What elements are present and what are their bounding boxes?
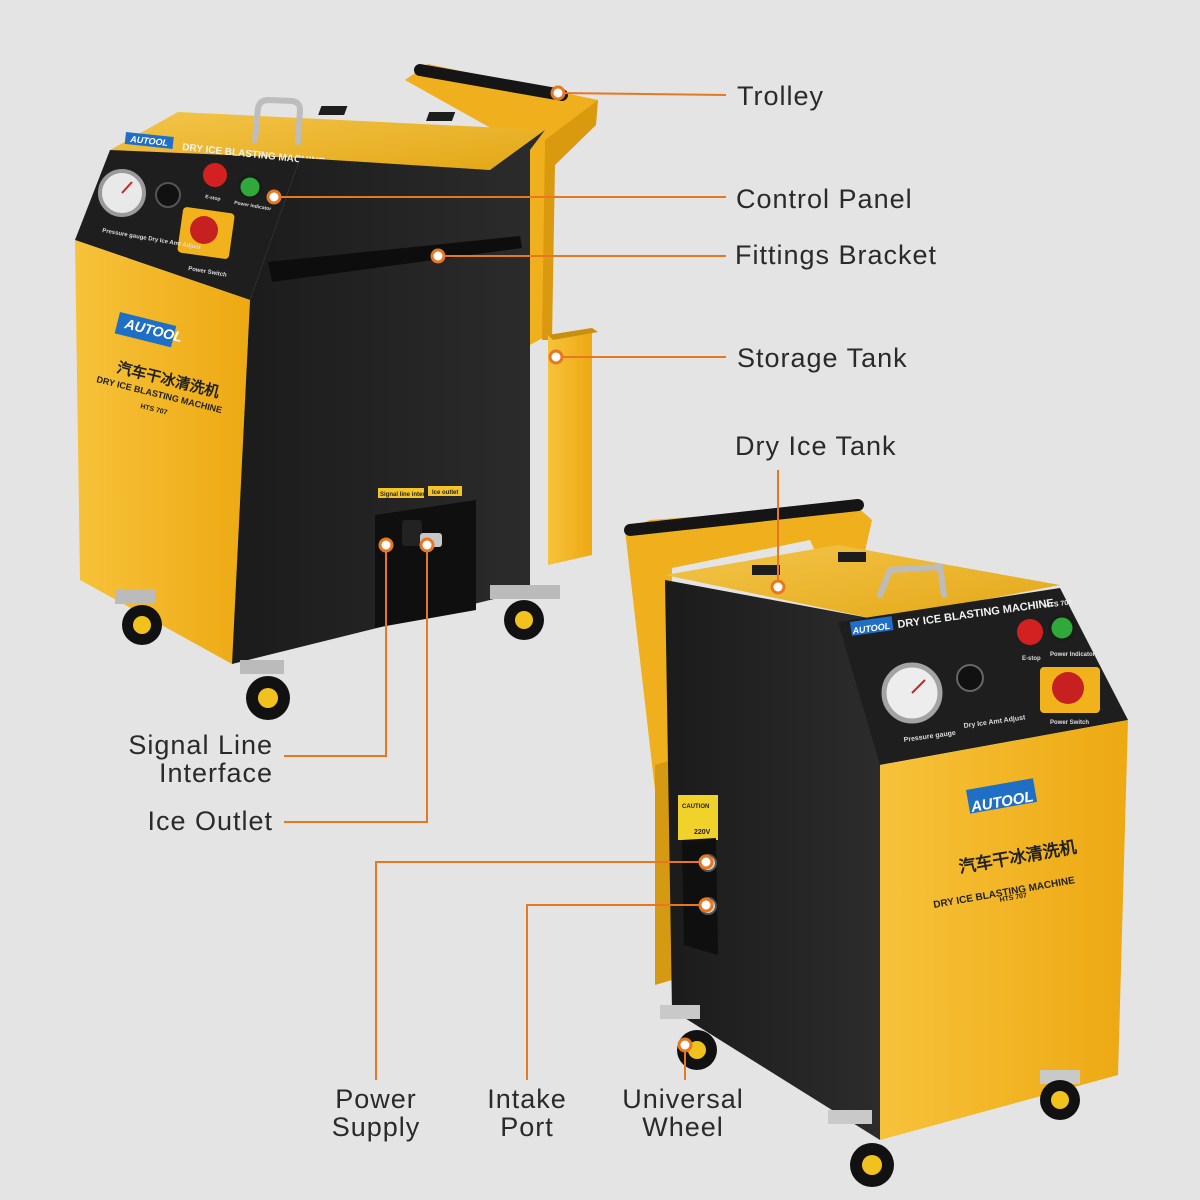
- caution-label: [678, 795, 718, 840]
- signal-port-tag: [378, 488, 424, 498]
- right-wheels: [660, 1005, 1080, 1187]
- right-front-model: HTS 707: [999, 892, 1028, 904]
- left-front-face: [75, 240, 250, 664]
- signal-line-dot: [378, 537, 394, 553]
- estop-button-icon: [203, 163, 227, 187]
- right-adjust-knob-icon: [956, 664, 984, 692]
- universal-wheel-dot: [677, 1037, 693, 1053]
- label-storage-tank: Storage Tank: [737, 343, 908, 373]
- right-top-lid: [665, 545, 1060, 620]
- label-power-supply-line1: Power: [335, 1084, 417, 1114]
- signal-port-tag-text: Signal line interface: [380, 492, 437, 498]
- power-supply-dot: [698, 854, 714, 870]
- right-panel-model: HTS 707: [1044, 599, 1072, 610]
- callout-dots: [266, 85, 786, 1053]
- label-signal-line-interface-line2: Interface: [158, 758, 273, 788]
- right-machine: AUTOOL DRY ICE BLASTING MACHINE HTS 707 …: [624, 499, 1128, 1187]
- outlet-port-tag-text: Ice outlet: [432, 490, 458, 496]
- label-fittings-bracket: Fittings Bracket: [735, 240, 938, 270]
- storage-tank-dot: [548, 349, 564, 365]
- fittings-bracket-dot: [430, 248, 446, 264]
- label-intake-port-line1: Intake: [487, 1084, 567, 1114]
- trolley-handle: [414, 64, 568, 101]
- panel-brand-text: AUTOOL: [129, 134, 169, 148]
- label-dry-ice-tank: Dry Ice Tank: [735, 431, 897, 461]
- label-ice-outlet: Ice Outlet: [147, 806, 273, 836]
- label-control-panel: Control Panel: [736, 184, 913, 214]
- trolley-frame: [405, 64, 598, 345]
- right-panel-indicator-label: Power Indicator: [1050, 652, 1096, 658]
- power-indicator-icon: [237, 174, 263, 200]
- signal-line-line: [284, 545, 387, 757]
- ice-outlet-connector: [402, 520, 422, 546]
- intake-port-line: [526, 904, 706, 1080]
- label-trolley: Trolley: [737, 81, 825, 111]
- label-universal-wheel: Universal Wheel: [608, 1085, 758, 1141]
- panel-estop-label: E-stop: [205, 194, 221, 203]
- control-panel-dot: [266, 189, 282, 205]
- right-side-face: [665, 580, 880, 1140]
- label-intake-port-line2: Port: [500, 1112, 554, 1142]
- label-power-supply-line2: Supply: [331, 1112, 421, 1142]
- right-panel-switch-label: Power Switch: [1050, 720, 1089, 726]
- right-panel-logo: [850, 616, 894, 636]
- dry-ice-tank-dot: [770, 579, 786, 595]
- storage-tank: [548, 328, 592, 565]
- trolley-dot: [550, 85, 566, 101]
- front-logo-badge: [114, 311, 177, 348]
- adjust-knob-icon: [155, 182, 181, 208]
- ice-outlet-dot: [419, 537, 435, 553]
- label-power-supply: Power Supply: [306, 1085, 446, 1141]
- label-universal-wheel-line1: Universal: [622, 1084, 744, 1114]
- label-signal-line-interface-line1: Signal Line: [128, 730, 273, 760]
- trolley-line: [557, 92, 727, 96]
- right-power-indicator-icon: [1048, 614, 1076, 642]
- intake-port-dot: [698, 897, 714, 913]
- caution-voltage: 220V: [694, 829, 711, 836]
- left-machine: Pressure gauge Dry Ice Amt Adjust Power …: [75, 64, 598, 720]
- right-front-logo: [966, 778, 1038, 814]
- ice-outlet-line: [284, 545, 428, 823]
- power-supply-line: [375, 861, 706, 1080]
- right-front-face: [880, 720, 1128, 1140]
- label-intake-port: Intake Port: [457, 1085, 597, 1141]
- panel-logo-badge: [124, 132, 174, 149]
- outlet-port-tag: [428, 486, 462, 496]
- label-signal-line-interface: Signal Line Interface: [100, 731, 273, 787]
- left-wheels: [115, 585, 560, 720]
- caution-title: CAUTION: [682, 804, 709, 810]
- right-panel-estop-label: E-stop: [1022, 656, 1041, 662]
- fittings-bracket: [268, 236, 522, 282]
- port-recess: [375, 500, 476, 628]
- callout-lines: [274, 92, 779, 1080]
- right-estop-icon: [1017, 619, 1043, 645]
- label-universal-wheel-line2: Wheel: [642, 1112, 724, 1142]
